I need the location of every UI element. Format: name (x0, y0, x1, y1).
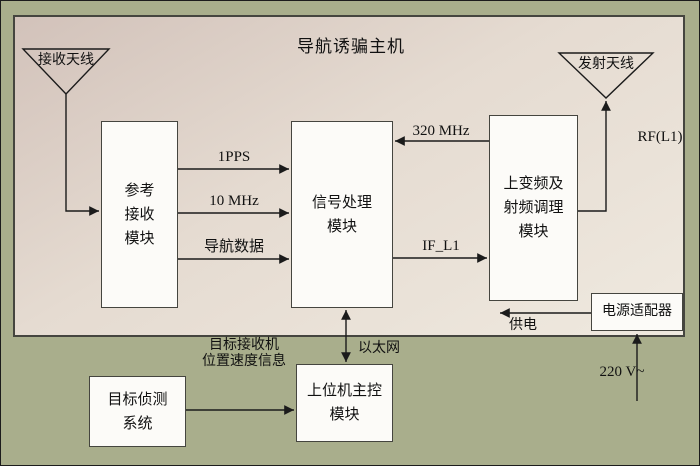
nav-data-label: 导航数据 (203, 239, 264, 255)
receive-antenna-label: 接收天线 (38, 53, 94, 68)
target-detection-module: 目标侦测 系统 (89, 376, 186, 447)
page-title: 导航诱骗主机 (297, 37, 405, 56)
ten-mhz-label: 10 MHz (209, 193, 259, 209)
target-info-label: 目标接收机 位置速度信息 (202, 338, 286, 370)
lo-320mhz-label: 320 MHz (412, 123, 470, 139)
power-adapter-module: 电源适配器 (591, 293, 683, 331)
mains-voltage-label: 220 V~ (599, 364, 645, 380)
upconverter-rf-module: 上变频及 射频调理 模块 (489, 115, 578, 301)
if-l1-label: IF_L1 (422, 238, 460, 254)
host-controller-module: 上位机主控 模块 (296, 364, 393, 442)
power-supply-label: 供电 (509, 318, 537, 333)
reference-receiver-module: 参考 接收 模块 (101, 121, 178, 308)
rf-l1-label: RF(L1) (637, 129, 683, 145)
transmit-antenna-label: 发射天线 (578, 57, 634, 72)
ethernet-label: 以太网 (358, 341, 400, 356)
pps-label: 1PPS (217, 149, 251, 165)
signal-processing-module: 信号处理 模块 (291, 121, 393, 308)
